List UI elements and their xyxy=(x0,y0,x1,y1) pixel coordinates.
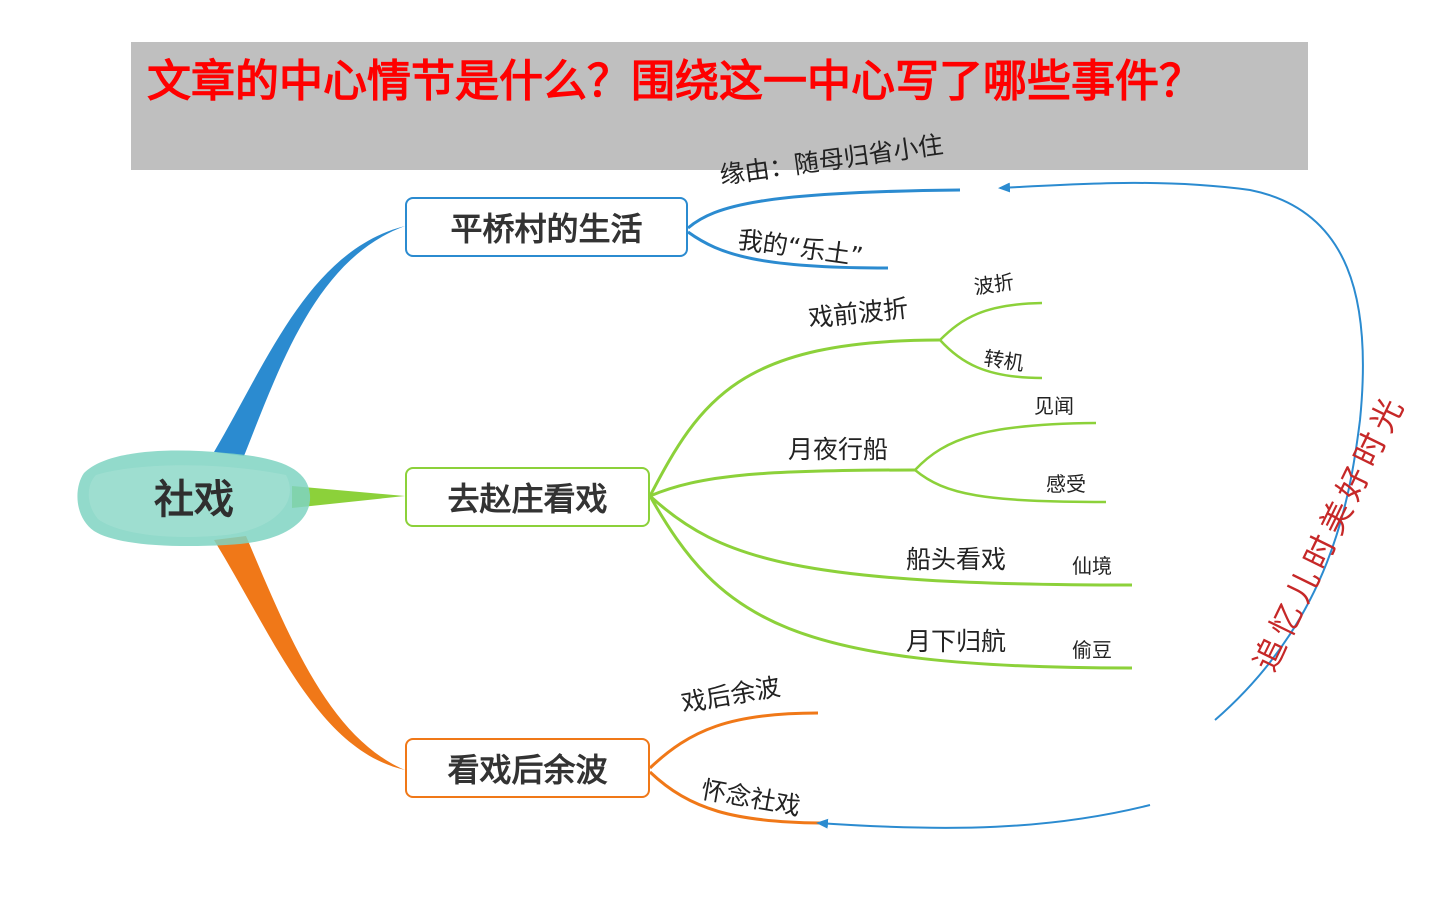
leaf-stealing-beans[interactable]: 偷豆 xyxy=(1072,638,1112,662)
annotation-arrow-top xyxy=(998,181,1364,721)
leaf-feelings[interactable]: 感受 xyxy=(1046,472,1086,496)
branch-node-pingqiao[interactable]: 平桥村的生活 xyxy=(405,197,688,257)
connector-aftermath xyxy=(648,711,819,770)
connector-reason xyxy=(687,188,961,230)
branch-connector-green xyxy=(292,486,405,508)
branch-node-zhaozhuang[interactable]: 去赵庄看戏 xyxy=(405,467,650,527)
connector-feelings xyxy=(914,469,1107,504)
branch-connector-blue xyxy=(214,226,405,456)
connector-turn xyxy=(939,339,1043,380)
banner-title: 文章的中心情节是什么？围绕这一中心写了哪些事件？ xyxy=(147,56,1203,107)
leaf-moonlit-boat[interactable]: 月夜行船 xyxy=(788,435,889,464)
leaf-bow-show[interactable]: 船头看戏 xyxy=(906,545,1007,574)
connector-bow-show xyxy=(648,494,1133,587)
connector-twist xyxy=(939,301,1043,341)
leaf-sights[interactable]: 见闻 xyxy=(1034,394,1074,418)
leaf-twist[interactable]: 波折 xyxy=(972,269,1016,300)
connector-sights xyxy=(914,421,1097,471)
connector-paradise xyxy=(687,230,889,270)
connector-moonlit-boat xyxy=(649,468,916,498)
branch-node-aftermath[interactable]: 看戏后余波 xyxy=(405,738,650,798)
branch-connector-orange xyxy=(214,536,405,770)
root-blob-wash xyxy=(88,465,290,538)
root-node-label: 社戏 xyxy=(154,477,234,523)
connector-longing xyxy=(648,770,821,825)
root-blob xyxy=(77,450,311,547)
leaf-turn[interactable]: 转机 xyxy=(982,345,1026,376)
leaf-wonderland[interactable]: 仙境 xyxy=(1072,554,1112,578)
annotation-arrow-bottom xyxy=(816,804,1151,829)
connector-return xyxy=(648,495,1133,670)
connector-pre-show xyxy=(648,338,941,497)
title-banner: 文章的中心情节是什么？围绕这一中心写了哪些事件？ xyxy=(131,42,1308,170)
leaf-return[interactable]: 月下归航 xyxy=(906,627,1007,656)
